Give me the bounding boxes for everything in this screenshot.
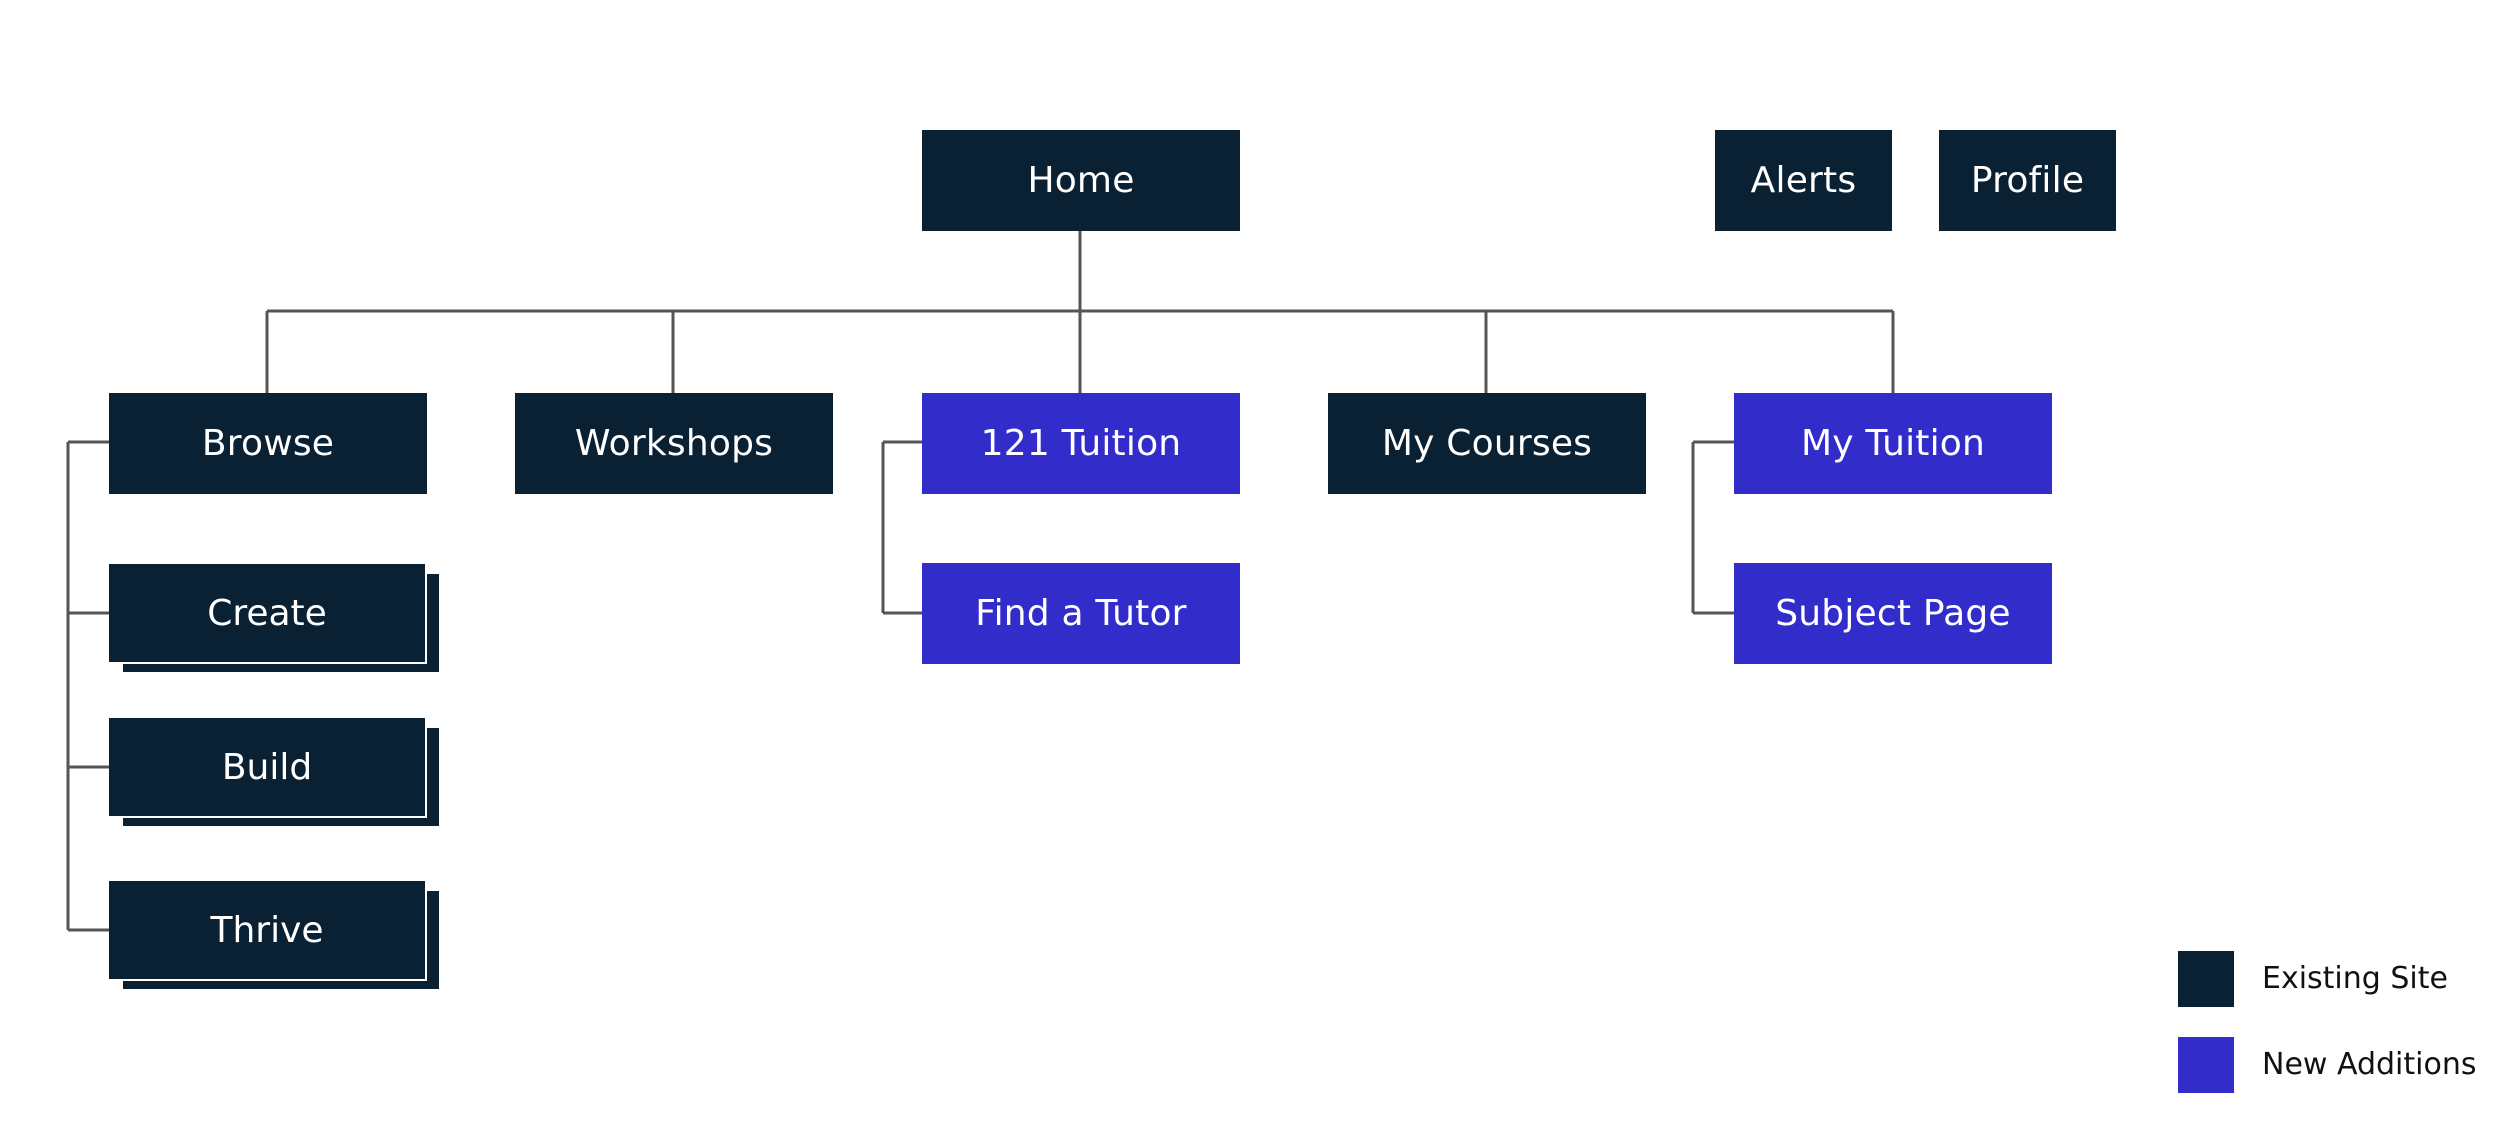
node-thrive-label: Thrive — [210, 909, 324, 951]
node-121-tuition-label: 121 Tuition — [980, 423, 1182, 464]
node-my-courses-label: My Courses — [1381, 423, 1593, 464]
node-home-label: Home — [1027, 160, 1135, 201]
node-my-tuition-label: My Tuition — [1800, 423, 1986, 464]
node-thrive-card: Thrive — [109, 881, 425, 979]
node-workshops-label: Workshops — [574, 423, 774, 464]
node-thrive: Thrive — [109, 881, 439, 989]
node-profile: Profile — [1939, 130, 2116, 231]
node-create: Create — [109, 564, 439, 672]
node-121-tuition: 121 Tuition — [922, 393, 1240, 494]
node-workshops: Workshops — [515, 393, 833, 494]
node-build: Build — [109, 718, 439, 826]
node-build-label: Build — [221, 746, 313, 788]
node-alerts-label: Alerts — [1750, 160, 1857, 201]
node-browse: Browse — [109, 393, 427, 494]
legend-swatch-new — [2178, 1037, 2234, 1093]
node-home: Home — [922, 130, 1240, 231]
legend-label-existing: Existing Site — [2262, 961, 2448, 996]
node-subject-page-label: Subject Page — [1775, 593, 2011, 634]
node-alerts: Alerts — [1715, 130, 1892, 231]
node-my-courses: My Courses — [1328, 393, 1646, 494]
node-find-a-tutor-label: Find a Tutor — [975, 593, 1187, 634]
node-profile-label: Profile — [1970, 160, 2085, 201]
node-browse-label: Browse — [201, 423, 335, 464]
node-my-tuition: My Tuition — [1734, 393, 2052, 494]
node-subject-page: Subject Page — [1734, 563, 2052, 664]
legend-label-new: New Additions — [2262, 1047, 2477, 1082]
node-create-label: Create — [207, 592, 327, 634]
node-build-card: Build — [109, 718, 425, 816]
node-find-a-tutor: Find a Tutor — [922, 563, 1240, 664]
legend-swatch-existing — [2178, 951, 2234, 1007]
node-create-card: Create — [109, 564, 425, 662]
